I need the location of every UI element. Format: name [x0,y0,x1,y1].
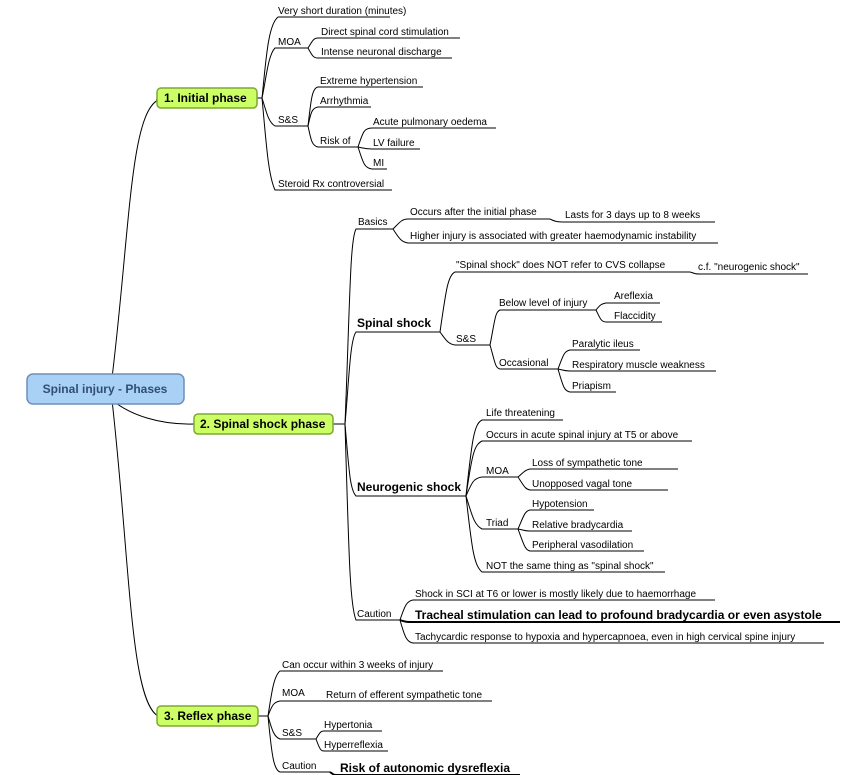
node-p1-moa[interactable]: MOA [278,37,301,48]
phase-node-initial-box [156,87,258,109]
node-p2-neurogenic-shock[interactable]: Neurogenic shock [357,480,461,494]
node-p3-moa1[interactable]: Return of efferent sympathetic tone [326,690,482,701]
connectors [111,16,840,775]
node-p2-b1[interactable]: Occurs after the initial phase [410,207,537,218]
node-p2-sss[interactable]: S&S [456,334,476,345]
phase-node-reflex-label: 3. Reflex phase [164,709,252,723]
node-p2-nmoa2[interactable]: Unopposed vagal tone [532,479,633,490]
node-p1-moa2[interactable]: Intense neuronal discharge [321,47,442,58]
node-p2-b1a[interactable]: Lasts for 3 days up to 8 weeks [565,210,700,221]
node-p2-caution[interactable]: Caution [357,609,391,620]
node-p2-triad[interactable]: Triad [486,518,508,529]
node-p2-nmoa1[interactable]: Loss of sympathetic tone [532,458,643,469]
phase2-topics: Basics Occurs after the initial phase La… [357,207,822,643]
node-p2-c1[interactable]: Shock in SCI at T6 or lower is mostly li… [415,589,696,600]
node-p2-b2[interactable]: Higher injury is associated with greater… [410,231,696,242]
node-p2-n2[interactable]: Occurs in acute spinal injury at T5 or a… [486,430,679,441]
node-p2-n3[interactable]: NOT the same thing as "spinal shock" [486,561,654,572]
phase-node-spinal-shock[interactable]: 2. Spinal shock phase [193,413,334,435]
node-p2-t3[interactable]: Peripheral vasodilation [532,540,633,551]
phase-node-spinal-shock-label: 2. Spinal shock phase [200,417,326,431]
node-p1-ss[interactable]: S&S [278,115,298,126]
node-p1-risk[interactable]: Risk of [320,136,351,147]
node-p2-c3[interactable]: Tachycardic response to hypoxia and hype… [415,632,795,643]
node-p3-ss2[interactable]: Hyperreflexia [324,740,383,751]
node-p3-caution1[interactable]: Risk of autonomic dysreflexia [340,761,510,775]
node-p2-below[interactable]: Below level of injury [499,298,587,309]
phase-node-initial-label: 1. Initial phase [164,91,247,105]
phase3-topics: Can occur within 3 weeks of injury MOA R… [282,660,510,775]
node-p2-basics[interactable]: Basics [358,217,387,228]
phase1-topics: Very short duration (minutes) MOA Direct… [278,6,487,190]
node-p1-steroid[interactable]: Steroid Rx controversial [278,179,384,190]
node-p3-moa[interactable]: MOA [282,688,305,699]
root-node[interactable]: Spinal injury - Phases [26,373,185,405]
node-p1-risk1[interactable]: Acute pulmonary oedema [373,117,487,128]
phase-node-spinal-shock-box [193,413,334,435]
node-p2-c2[interactable]: Tracheal stimulation can lead to profoun… [415,608,822,622]
node-p1-moa1[interactable]: Direct spinal cord stimulation [321,27,449,38]
node-p1-ss1[interactable]: Extreme hypertension [320,76,417,87]
node-p3-ss[interactable]: S&S [282,728,302,739]
node-p2-sp1a[interactable]: c.f. "neurogenic shock" [698,262,800,273]
node-p2-nmoa[interactable]: MOA [486,466,509,477]
phase-node-initial[interactable]: 1. Initial phase [156,87,258,109]
root-node-box [26,373,185,405]
node-p2-occ2[interactable]: Respiratory muscle weakness [572,360,705,371]
root-node-label: Spinal injury - Phases [43,382,168,396]
node-p2-t1[interactable]: Hypotension [532,499,588,510]
node-p1-risk2[interactable]: LV failure [373,138,415,149]
node-p2-occ3[interactable]: Priapism [572,381,611,392]
node-p2-occ1[interactable]: Paralytic ileus [572,339,634,350]
node-p2-occ[interactable]: Occasional [499,358,548,369]
node-p3-caution[interactable]: Caution [282,761,316,772]
node-p2-below1[interactable]: Areflexia [614,291,653,302]
node-p3-ss1[interactable]: Hypertonia [324,720,373,731]
node-p2-spinal-shock[interactable]: Spinal shock [357,316,431,330]
node-p2-t2[interactable]: Relative bradycardia [532,520,624,531]
node-p2-n1[interactable]: Life threatening [486,408,555,419]
node-p1-duration[interactable]: Very short duration (minutes) [278,6,406,17]
node-p1-risk3[interactable]: MI [373,158,384,169]
phase-node-reflex-box [156,705,259,727]
phase-node-reflex[interactable]: 3. Reflex phase [156,705,259,727]
node-p2-sp1[interactable]: "Spinal shock" does NOT refer to CVS col… [456,260,666,271]
node-p2-below2[interactable]: Flaccidity [614,311,656,322]
node-p1-ss2[interactable]: Arrhythmia [320,96,369,107]
node-p3-r1[interactable]: Can occur within 3 weeks of injury [282,660,433,671]
